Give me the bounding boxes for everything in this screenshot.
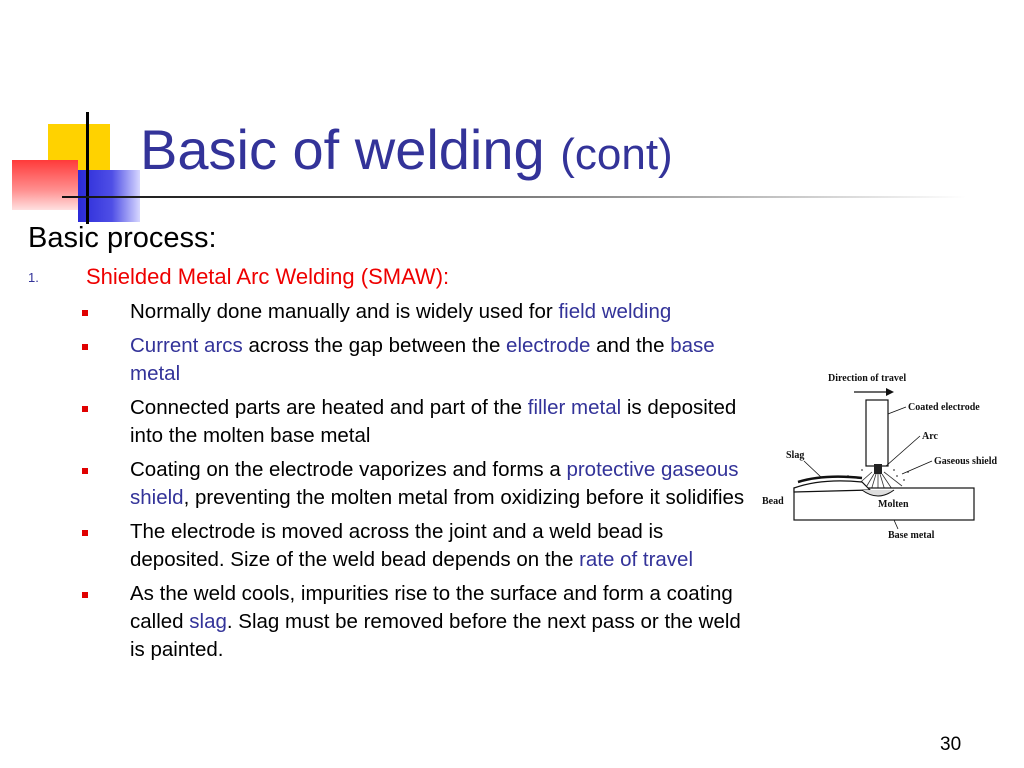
highlight-term: base metal	[130, 334, 715, 385]
page-number: 30	[940, 734, 962, 755]
weld-bead	[793, 480, 872, 493]
title-suffix: (cont)	[560, 130, 673, 179]
slide-title: Basic of welding (cont)	[140, 122, 673, 178]
leader-base	[893, 519, 899, 530]
label-bead: Bead	[762, 496, 784, 507]
molten-pool	[861, 489, 895, 497]
bullet-marker	[82, 468, 88, 474]
coated-electrode	[865, 399, 889, 467]
highlight-term: Current arcs	[130, 334, 243, 357]
bullet-marker	[82, 406, 88, 412]
highlight-term: rate of travel	[579, 548, 694, 571]
label-base-metal: Base metal	[888, 530, 935, 541]
label-molten: Molten	[878, 499, 909, 510]
electrode-tip	[874, 464, 882, 474]
bullet-text: Connected parts are heated and part of t…	[130, 396, 528, 419]
bullet-marker	[82, 592, 88, 598]
list-item: Connected parts are heated and part of t…	[78, 394, 746, 450]
direction-arrowhead	[886, 388, 894, 396]
leader-arc	[885, 435, 921, 467]
bullet-text: . Slag must be removed before the next p…	[130, 610, 741, 661]
label-direction-of-travel: Direction of travel	[828, 373, 906, 384]
highlight-term: filler metal	[527, 396, 622, 419]
smaw-diagram: Direction of travel Coated electrode Arc…	[762, 373, 998, 541]
numbered-item: 1. Shielded Metal Arc Welding (SMAW):	[28, 264, 449, 290]
item-number: 1.	[28, 269, 39, 285]
bullet-text: , preventing the molten metal from oxidi…	[183, 486, 745, 509]
title-underline	[62, 196, 966, 198]
leader-electrode	[887, 406, 907, 415]
bullet-list: Normally done manually and is widely use…	[78, 298, 746, 670]
list-item: Current arcs across the gap between the …	[78, 332, 746, 388]
bullet-marker	[82, 344, 88, 350]
item-text: Shielded Metal Arc Welding (SMAW):	[86, 264, 450, 289]
highlight-term: protective gaseous shield	[130, 458, 739, 509]
bullet-text: and the	[590, 334, 671, 357]
label-coated-electrode: Coated electrode	[908, 402, 980, 413]
label-gaseous-shield: Gaseous shield	[934, 456, 998, 467]
list-item: The electrode is moved across the joint …	[78, 518, 746, 574]
label-arc: Arc	[922, 431, 938, 442]
label-slag: Slag	[786, 450, 804, 461]
slag-layer	[797, 475, 863, 484]
highlight-term: field welding	[558, 300, 672, 323]
decor-vertical-line	[86, 112, 89, 224]
decor-red-square	[12, 160, 78, 210]
bullet-text: As the weld cools, impurities rise to th…	[130, 582, 733, 633]
section-heading: Basic process:	[28, 222, 217, 254]
title-main: Basic of welding	[140, 118, 545, 181]
bullet-text: Normally done manually and is widely use…	[130, 300, 559, 323]
list-item: Normally done manually and is widely use…	[78, 298, 746, 326]
leader-gas	[901, 460, 933, 475]
highlight-term: electrode	[506, 334, 591, 357]
bullet-text: is deposited into the molten base metal	[130, 396, 737, 447]
bullet-text: The electrode is moved across the joint …	[130, 520, 664, 571]
list-item: Coating on the electrode vaporizes and f…	[78, 456, 746, 512]
list-item: As the weld cools, impurities rise to th…	[78, 580, 746, 664]
bullet-marker	[82, 530, 88, 536]
bullet-text: Coating on the electrode vaporizes and f…	[130, 458, 567, 481]
highlight-term: slag	[189, 610, 227, 633]
bullet-marker	[82, 310, 88, 316]
leader-slag	[803, 460, 823, 479]
bullet-text: across the gap between the	[242, 334, 507, 357]
